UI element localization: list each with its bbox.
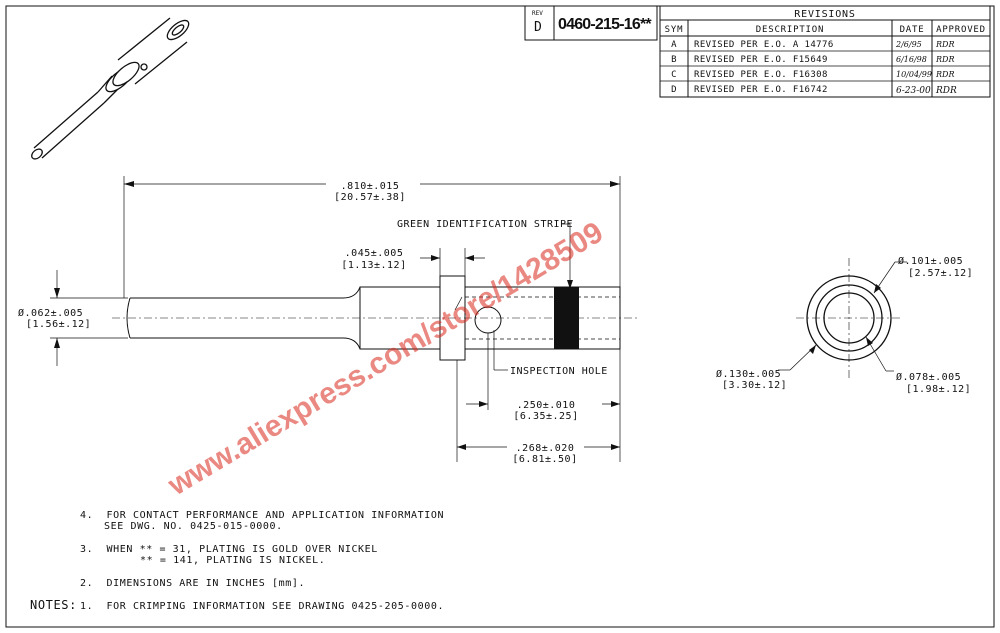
callout-inspection-hole: INSPECTION HOLE <box>493 330 608 377</box>
dimension-overall-length: .810±.015 [20.57±.38] <box>123 176 621 298</box>
row-sym: A <box>671 40 677 50</box>
revisions-table: REVISIONS SYM DESCRIPTION DATE APPROVED … <box>659 5 991 98</box>
row-sym: B <box>671 55 677 65</box>
row-date: 6/16/98 <box>896 55 927 64</box>
row-approved: RDR <box>935 40 954 49</box>
barrel <box>465 286 621 350</box>
row-date: 6-23-00 <box>896 86 931 96</box>
note-3-line1: 3. WHEN ** = 31, PLATING IS GOLD OVER NI… <box>80 544 378 555</box>
rev-label: REV <box>532 10 543 17</box>
row-date: 10/04/99 <box>896 70 932 79</box>
dimension-hole-offset: .250±.010 [6.35±.25] <box>466 333 621 462</box>
table-row: B REVISED PER E.O. F15649 6/16/98 RDR <box>671 55 954 65</box>
identification-stripe <box>554 287 579 349</box>
col-header-approved: APPROVED <box>936 25 986 35</box>
row-sym: D <box>671 85 677 95</box>
table-row: D REVISED PER E.O. F16742 6-23-00 RDR <box>671 85 957 96</box>
notes-heading: NOTES: <box>30 598 77 612</box>
row-description: REVISED PER E.O. A 14776 <box>694 40 834 50</box>
dimension-end-mid: Ø.101±.005 [2.57±.12] <box>873 255 973 294</box>
drawing-border <box>5 5 995 628</box>
collar <box>439 275 466 361</box>
dimension-barrel-length: .268±.020 [6.81±.50] <box>456 360 620 465</box>
callout-stripe: GREEN IDENTIFICATION STRIPE <box>397 219 573 289</box>
contact-end-view <box>796 258 902 378</box>
table-row: A REVISED PER E.O. A 14776 2/6/95 RDR <box>671 40 954 50</box>
barrel-length-mm: [6.81±.50] <box>512 454 577 465</box>
note-1: 1. FOR CRIMPING INFORMATION SEE DRAWING … <box>80 601 444 612</box>
end-mid-in: Ø.101±.005 <box>898 255 963 267</box>
pin-diameter-mm: [1.56±.12] <box>26 319 91 330</box>
note-3-line2: ** = 141, PLATING IS NICKEL. <box>140 555 325 566</box>
col-header-sym: SYM <box>665 25 684 35</box>
row-date: 2/6/95 <box>895 40 922 49</box>
title-block: REV D 0460-215-16** <box>524 5 658 41</box>
note-4-line2: SEE DWG. NO. 0425-015-0000. <box>104 521 283 532</box>
end-inner-circle <box>823 292 875 344</box>
hole-offset-in: .250±.010 <box>517 400 576 411</box>
collar-width-mm: [1.13±.12] <box>341 260 406 271</box>
row-approved: RDR <box>935 55 954 64</box>
end-inner-mm: [1.98±.12] <box>906 384 971 395</box>
pin-diameter-in: Ø.062±.005 <box>18 307 83 319</box>
col-header-description: DESCRIPTION <box>756 25 824 35</box>
end-mid-mm: [2.57±.12] <box>908 268 973 279</box>
row-sym: C <box>671 70 677 80</box>
revisions-title: REVISIONS <box>794 9 855 20</box>
rev-value: D <box>534 20 542 35</box>
row-description: REVISED PER E.O. F16308 <box>694 70 828 80</box>
end-outer-mm: [3.30±.12] <box>722 380 787 391</box>
end-inner-in: Ø.078±.005 <box>896 371 961 383</box>
row-approved: RDR <box>935 86 957 96</box>
note-4-line1: 4. FOR CONTACT PERFORMANCE AND APPLICATI… <box>80 510 444 521</box>
dimension-pin-diameter: Ø.062±.005 [1.56±.12] <box>18 270 128 366</box>
col-header-date: DATE <box>900 25 925 35</box>
end-outer-in: Ø.130±.005 <box>716 368 781 380</box>
hole-offset-mm: [6.35±.25] <box>513 411 578 422</box>
row-description: REVISED PER E.O. F16742 <box>694 85 828 95</box>
overall-length-mm: [20.57±.38] <box>334 192 406 203</box>
end-mid-circle <box>815 284 883 352</box>
stripe-label: GREEN IDENTIFICATION STRIPE <box>397 219 573 230</box>
contact-side-view <box>112 275 640 361</box>
note-2: 2. DIMENSIONS ARE IN INCHES [mm]. <box>80 578 305 589</box>
table-row: C REVISED PER E.O. F16308 10/04/99 RDR <box>671 70 954 80</box>
barrel-length-in: .268±.020 <box>516 443 575 454</box>
dimension-end-outer: Ø.130±.005 [3.30±.12] <box>716 344 817 391</box>
row-description: REVISED PER E.O. F15649 <box>694 55 828 65</box>
end-outer-circle <box>806 275 892 361</box>
collar-width-in: .045±.005 <box>345 248 404 259</box>
overall-length-in: .810±.015 <box>341 181 400 192</box>
dimension-end-inner: Ø.078±.005 [1.98±.12] <box>865 336 971 395</box>
row-approved: RDR <box>935 70 954 79</box>
inspection-hole-label: INSPECTION HOLE <box>510 366 608 377</box>
dimension-collar-width: .045±.005 [1.13±.12] <box>341 248 485 276</box>
drawing-number: 0460-215-16** <box>558 16 652 33</box>
pin-isometric-view <box>31 17 190 160</box>
notes: 4. FOR CONTACT PERFORMANCE AND APPLICATI… <box>30 510 444 612</box>
